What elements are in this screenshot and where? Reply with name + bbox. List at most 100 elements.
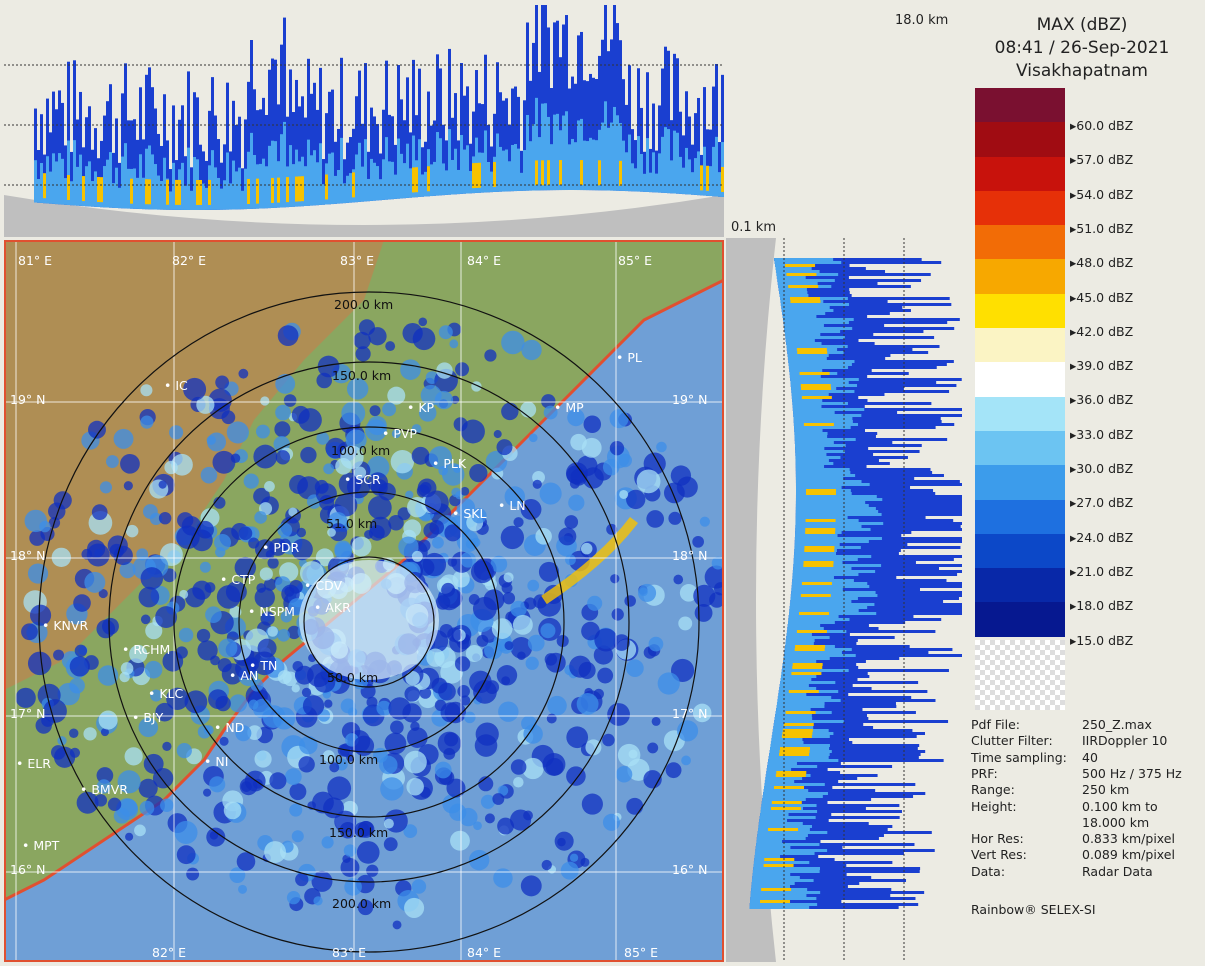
top-ground-mask (4, 195, 724, 237)
legend-swatch (975, 293, 1065, 329)
top-height-label: 18.0 km (893, 13, 951, 28)
product-title: MAX (dBZ) (1036, 15, 1128, 35)
legend-label: ▸27.0 dBZ (1070, 495, 1134, 511)
info-key: Data: (971, 863, 1006, 879)
longitude-label: 85° E (618, 253, 653, 268)
range-ring-label: 100.0 km (319, 752, 379, 767)
place-label: • ELR (16, 756, 51, 771)
legend-no-data-swatch (975, 640, 1065, 710)
longitude-label: 81° E (18, 253, 53, 268)
legend-swatch (975, 396, 1065, 431)
info-value: 40 (1082, 749, 1098, 765)
place-label: • KNVR (42, 618, 89, 633)
legend-label: ▸60.0 dBZ (1070, 118, 1134, 133)
latitude-label: 18° N (672, 548, 708, 563)
legend-swatch (975, 225, 1065, 260)
info-value: 250_Z.max (1082, 717, 1152, 732)
legend-label: ▸48.0 dBZ (1070, 255, 1134, 271)
place-label: • PLK (432, 456, 467, 471)
place-label: • CDV (304, 578, 343, 593)
info-value: 500 Hz / 375 Hz (1082, 765, 1182, 781)
legend-label: ▸21.0 dBZ (1070, 563, 1134, 579)
legend-label: ▸36.0 dBZ (1070, 392, 1134, 408)
place-label: • PDR (262, 540, 300, 555)
place-label: • RCHM (122, 642, 171, 657)
info-key: Vert Res: (971, 847, 1027, 863)
info-value: IIRDoppler 10 (1082, 733, 1168, 749)
latitude-label: 19° N (672, 392, 708, 407)
latitude-label: 19° N (10, 392, 46, 407)
range-ring-label: 150.0 km (329, 825, 389, 840)
range-ring-label: 200.0 km (334, 297, 394, 312)
place-label: • PVP (382, 426, 417, 441)
place-label: • MP (554, 400, 584, 415)
range-rings (38, 291, 700, 953)
info-key: Height: (971, 798, 1017, 814)
place-label: • TN (249, 658, 278, 673)
longitude-label: 83° E (340, 253, 375, 268)
side-ground-mask (726, 238, 776, 962)
legend-label: ▸33.0 dBZ (1070, 426, 1134, 442)
legend-label: ▸15.0 dBZ (1070, 632, 1134, 648)
info-value: 0.100 km to (1082, 798, 1158, 814)
info-key: Hor Res: (971, 831, 1024, 847)
info-value: 0.089 km/pixel (1082, 847, 1175, 863)
latitude-label: 16° N (10, 862, 46, 877)
legend-label: ▸54.0 dBZ (1070, 186, 1134, 202)
place-label: • NI (204, 754, 229, 769)
legend-label: ▸57.0 dBZ (1070, 152, 1134, 168)
radar-echoes (15, 317, 724, 930)
radar-map-svg (4, 240, 724, 962)
map-border (4, 240, 724, 962)
legend-label: ▸24.0 dBZ (1070, 529, 1134, 545)
legend-swatch (975, 430, 1065, 466)
legend-swatch (975, 259, 1065, 294)
place-label: • SKL (452, 506, 487, 521)
place-label: • BJY (132, 710, 164, 725)
longitude-label: 82° E (172, 253, 207, 268)
latitude-label: 17° N (10, 706, 46, 721)
longitude-label: 82° E (152, 945, 187, 960)
top-cross-section-plot (4, 0, 724, 237)
side-cross-section (726, 238, 1015, 962)
legend-swatch (975, 122, 1065, 157)
info-key: Pdf File: (971, 717, 1020, 732)
legend-swatch (975, 88, 1065, 123)
top-cross-section (4, 0, 724, 237)
station-label: Visakhapatnam (1016, 61, 1148, 81)
info-key: PRF: (971, 765, 998, 781)
place-label: • ND (214, 720, 245, 735)
place-label: • MPT (22, 838, 60, 853)
legend-label: ▸18.0 dBZ (1070, 598, 1134, 614)
place-label: • BMVR (80, 782, 128, 797)
place-label: • IC (164, 378, 188, 393)
side-cross-section-plot (726, 238, 1015, 962)
legend-swatch (975, 362, 1065, 397)
info-key: Time sampling: (971, 749, 1067, 765)
place-label: • AKR (314, 600, 351, 615)
legend-label: ▸51.0 dBZ (1070, 220, 1134, 236)
place-label: • AN (229, 668, 259, 683)
latitude-label: 16° N (672, 862, 708, 877)
legend-swatch (975, 190, 1065, 226)
latitude-label: 18° N (10, 548, 46, 563)
place-label: • KLC (148, 686, 184, 701)
range-ring-label: 150.0 km (332, 368, 392, 383)
place-label: • LN (498, 498, 526, 513)
legend-label: ▸42.0 dBZ (1070, 323, 1134, 339)
place-label: • NSPM (248, 604, 295, 619)
range-ring-label: 51.0 km (326, 516, 378, 531)
legend-label: ▸30.0 dBZ (1070, 461, 1134, 476)
side-height-label: 0.1 km (729, 220, 778, 235)
info-value: 250 km (1082, 782, 1130, 798)
legend-label: ▸39.0 dBZ (1070, 358, 1134, 374)
legend-swatch (975, 533, 1065, 569)
range-ring-label: 100.0 km (331, 443, 391, 458)
longitude-label: 84° E (467, 253, 502, 268)
latitude-label: 17° N (672, 706, 708, 721)
legend-swatch (975, 465, 1065, 500)
range-ring-label: 50.0 km (327, 670, 379, 685)
legend-swatch (975, 499, 1065, 534)
info-value: 0.833 km/pixel (1082, 831, 1175, 847)
